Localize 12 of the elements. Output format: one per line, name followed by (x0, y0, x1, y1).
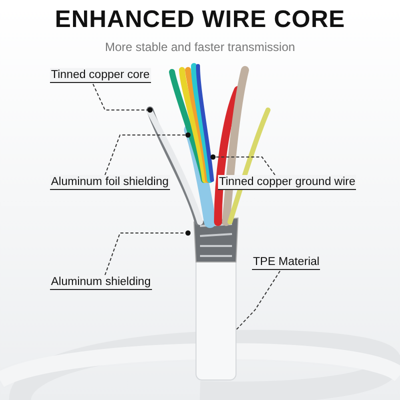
leader-line (210, 154, 276, 176)
leader-line (236, 270, 280, 330)
callout-label: TPE Material (252, 255, 320, 270)
callout-label: Aluminum foil shielding (50, 175, 170, 190)
title: ENHANCED WIRE CORE (54, 6, 346, 34)
leader-line (104, 132, 191, 176)
callout-label: Tinned copper core (50, 68, 151, 83)
leader-line (104, 230, 191, 276)
callout-label: Aluminum shielding (50, 275, 152, 290)
subtitle: More stable and faster transmission (104, 40, 296, 54)
leader-line (92, 84, 153, 113)
callout-label: Tinned copper ground wire (218, 175, 356, 190)
